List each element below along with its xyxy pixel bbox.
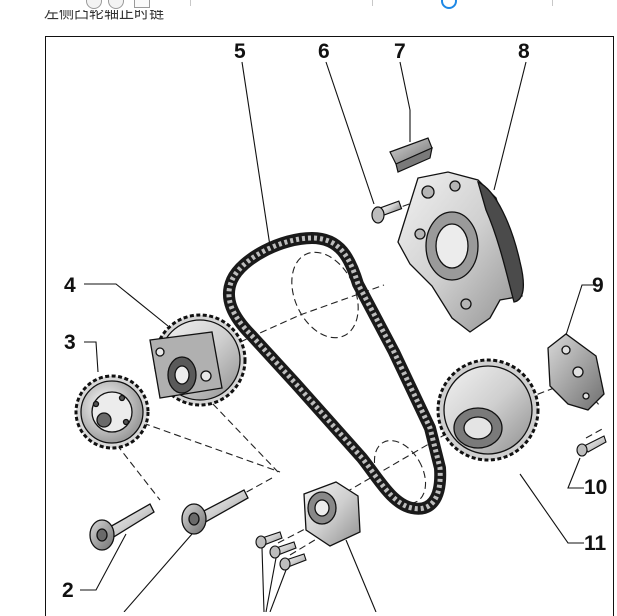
spacer-bushing [303,481,361,547]
small-bolt [269,541,297,559]
callout-11: 11 [584,532,607,555]
toolbar-divider [552,0,553,6]
bolt [371,200,403,224]
callout-3: 3 [64,331,76,354]
tensioner-housing [397,171,525,333]
page-caption: 左侧凸轮轴正时链 [44,4,165,22]
callout-labels: 5 6 7 8 4 3 9 10 11 2 [62,40,607,602]
callout-10: 10 [584,476,607,499]
callout-6: 6 [318,40,330,63]
callout-9: 9 [592,274,604,297]
leader-lines [80,61,600,612]
callout-2: 2 [62,579,74,602]
sprocket [74,374,150,450]
small-bolt [255,531,283,549]
callout-4: 4 [64,274,76,297]
top-toolbar: 左侧凸轮轴正时链 [0,0,617,34]
cover-plate [547,333,605,411]
blue-circle-icon[interactable] [441,0,457,9]
callout-5: 5 [234,40,246,63]
small-screw [576,435,607,457]
crankshaft-sprocket [436,358,540,462]
small-bolt [279,553,307,571]
guide-block [389,137,433,173]
toolbar-divider [372,0,373,6]
camshaft-adjuster [149,313,247,407]
diagram-frame [45,36,614,616]
square-button-icon[interactable] [134,0,150,8]
timing-chain [222,232,447,515]
callout-8: 8 [518,40,530,63]
toolbar-divider [190,0,191,6]
long-bolt-left [89,503,155,551]
small-bolts [255,531,307,571]
long-bolt-right [181,489,249,535]
callout-7: 7 [394,40,406,63]
